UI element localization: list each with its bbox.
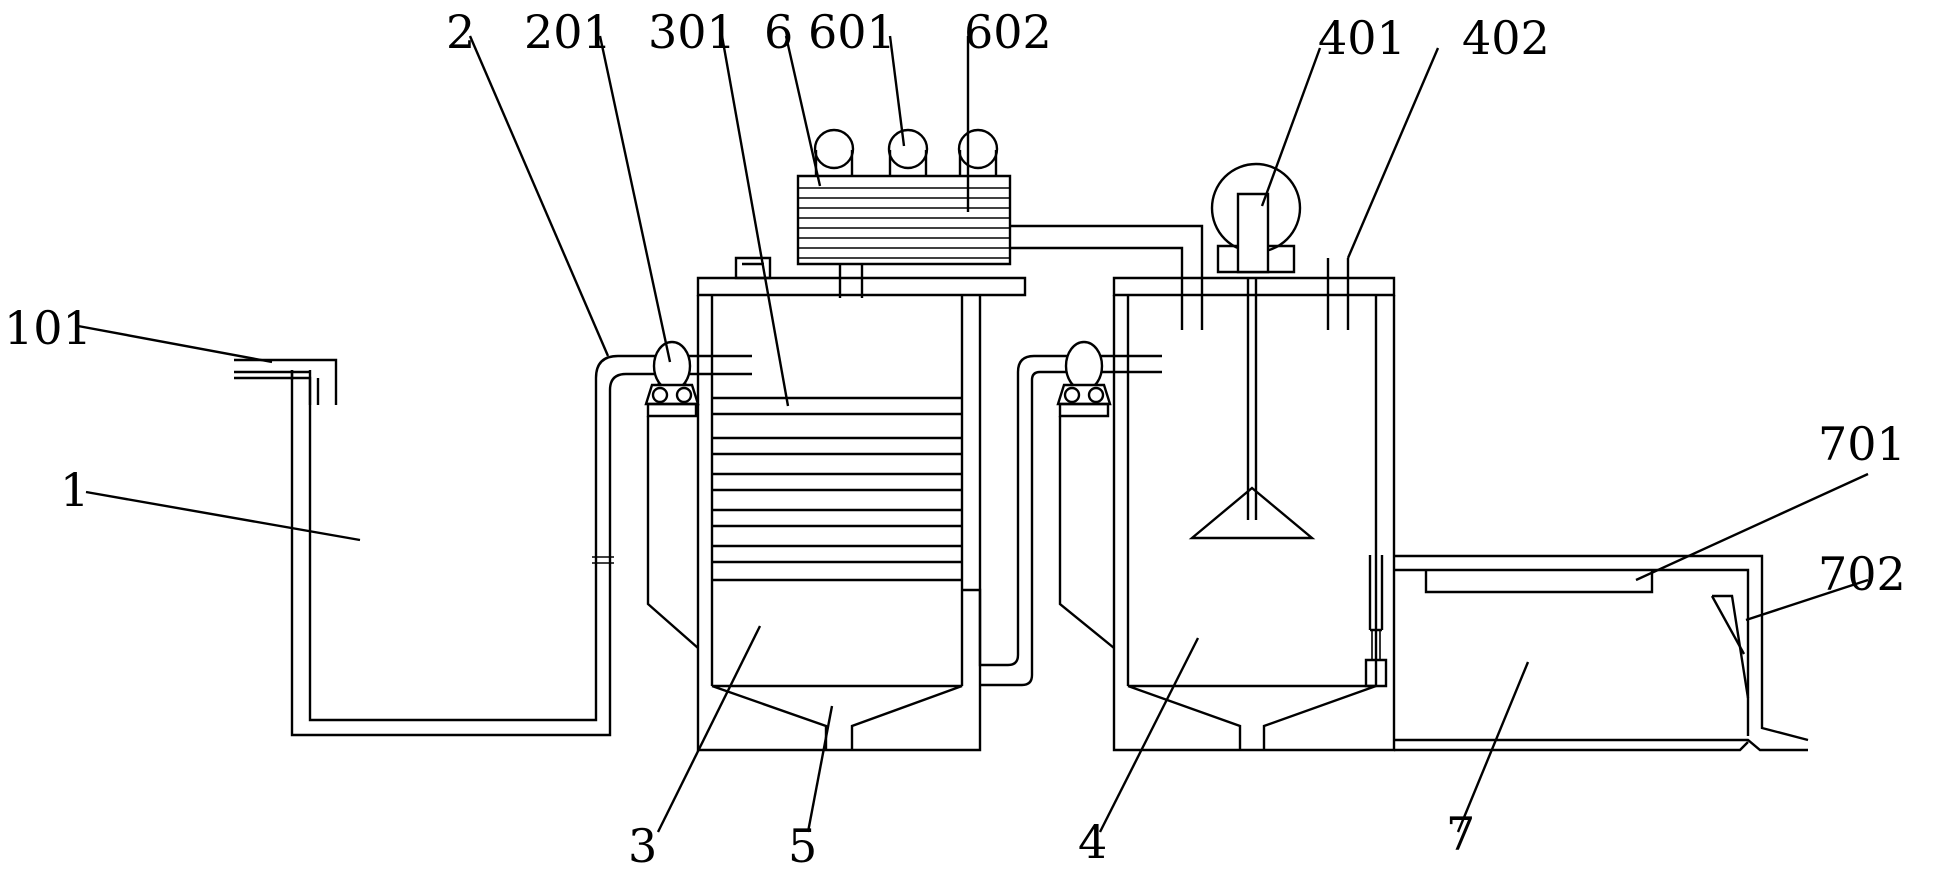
label-101: 101 xyxy=(4,301,92,355)
tank-4 xyxy=(1058,276,1396,752)
label-6: 6 xyxy=(764,5,793,59)
label-701: 701 xyxy=(1818,417,1906,471)
mixer-401 xyxy=(1188,162,1316,540)
tank-1 xyxy=(234,370,612,737)
label-3: 3 xyxy=(628,819,657,873)
tank-7 xyxy=(1394,554,1809,752)
pump-tank-4 xyxy=(1056,340,1112,418)
pipe-2 xyxy=(592,354,752,564)
label-2: 2 xyxy=(446,5,475,59)
label-5: 5 xyxy=(788,819,817,873)
inlet-101 xyxy=(234,358,338,405)
plate-pack-301 xyxy=(712,396,962,582)
label-601: 601 xyxy=(808,5,896,59)
label-1: 1 xyxy=(60,463,89,517)
label-4: 4 xyxy=(1078,815,1107,869)
label-7: 7 xyxy=(1446,807,1475,861)
pipe-3-to-4 xyxy=(962,354,1162,687)
label-301: 301 xyxy=(648,5,736,59)
label-702: 702 xyxy=(1818,547,1906,601)
labels: 101 1 2 201 301 6 601 602 401 402 701 70… xyxy=(4,5,1906,873)
label-402: 402 xyxy=(1462,11,1550,65)
tank-3 xyxy=(646,276,1027,752)
pump-201 xyxy=(644,340,700,418)
leader-lines xyxy=(77,35,1869,833)
label-201: 201 xyxy=(524,5,612,59)
label-602: 602 xyxy=(964,5,1052,59)
port-402 xyxy=(1326,258,1350,330)
label-401: 401 xyxy=(1318,11,1406,65)
